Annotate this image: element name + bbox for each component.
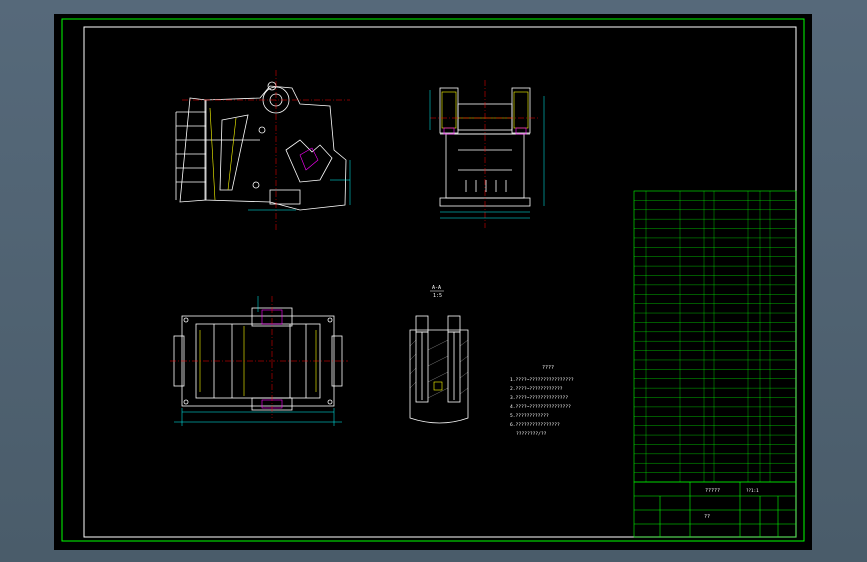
parts-list-table: [633, 190, 797, 483]
technical-notes: ???? 1.????~???????????????? 2.????~????…: [510, 365, 574, 437]
note-4: 4.????~???????????????: [510, 404, 571, 410]
outer-border: [61, 18, 805, 542]
note-2: 2.????~????????????: [510, 386, 563, 392]
top-view: [173, 307, 343, 411]
title-block: [633, 481, 797, 538]
notes-title: ????: [542, 365, 554, 371]
material-label: ??: [704, 514, 710, 520]
note-6: 6.????????????????: [510, 422, 560, 428]
note-3: 3.????~??????????????: [510, 395, 568, 401]
scale-label: ??1:1: [746, 488, 759, 493]
drawing-name: ?????: [705, 488, 720, 494]
note-1: 1.????~????????????????: [510, 377, 574, 383]
note-7: ????????/??: [516, 431, 547, 437]
section-view: [409, 315, 469, 424]
front-view: [175, 81, 347, 211]
drawing-sheet: [54, 14, 812, 550]
section-label: A-A: [432, 285, 441, 291]
note-5: 5.????????????: [510, 413, 549, 419]
section-scale: 1:5: [433, 293, 442, 299]
